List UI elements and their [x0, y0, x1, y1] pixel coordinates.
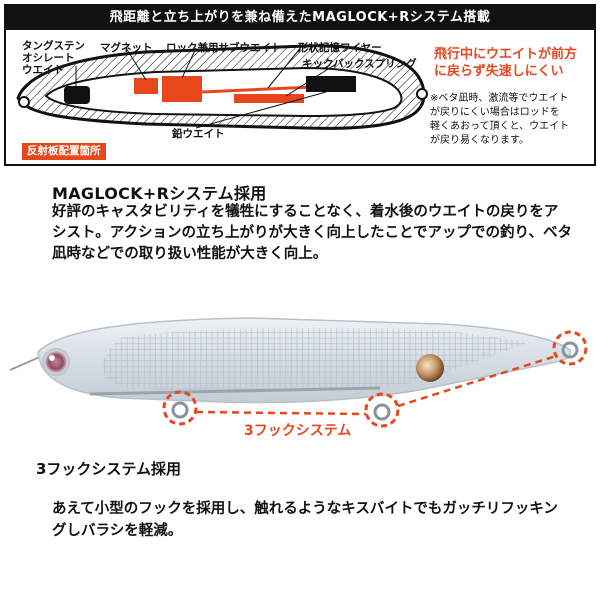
maglock-body: 好評のキャスタビリティを犠牲にすることなく、着水後のウエイトの戻りをアシスト。ア… [52, 204, 572, 262]
lure-cutaway-illustration [16, 44, 428, 130]
lead-weight-shape [306, 76, 356, 92]
tail-hook-highlight [552, 330, 588, 366]
front-hook-highlight [162, 390, 198, 426]
three-hook-title: 3フックシステム採用 [36, 460, 181, 478]
label-kickback-spring: キックバックスプリング [302, 58, 417, 70]
kickback-spring-shape [234, 94, 304, 103]
magnet-shape [134, 78, 158, 94]
hook-connector-line [195, 354, 557, 416]
middle-hook-eye [373, 403, 391, 421]
label-magnet: マグネット [100, 42, 153, 54]
front-eye-ring [18, 96, 30, 108]
lure-eye [42, 348, 70, 376]
lure-illustration [9, 317, 588, 428]
lure-internal-weight [416, 354, 444, 382]
label-lead-weight: 鉛ウエイト [172, 128, 225, 140]
three-hook-body: あえて小型のフックを採用し、触れるようなキスバイトでもガッチリフッキングしバラシ… [52, 501, 558, 539]
lure-eye-highlight [49, 355, 55, 361]
tail-hook-eye [561, 341, 579, 359]
middle-hook-highlight [364, 392, 400, 428]
line-tie [9, 355, 43, 371]
label-tungsten-weight: タングステン オシレート ウエイト [22, 40, 85, 76]
label-shape-wire: 形状記憶ワイヤー [298, 42, 382, 54]
front-hook-eye [171, 401, 189, 419]
note-text: ※ベタ凪時、激流等でウエイト が戻りにくい場合はロッドを 軽くあおって頂くと、ウ… [430, 93, 570, 146]
lock-sub-weight-shape [162, 76, 202, 102]
warning-text: 飛行中にウエイトが前方 に戻らず失速しにくい [434, 47, 578, 79]
lure-scale-pattern [102, 328, 530, 393]
label-lock-weight: ロック兼用サブウエイト [166, 42, 282, 54]
maglock-diagram-panel: 飛距離と立ち上がりを兼ね備えたMAGLOCK+Rシステム搭載 [4, 4, 596, 166]
three-hook-label: 3フックシステム [244, 423, 352, 439]
diagram-header: 飛距離と立ち上がりを兼ね備えたMAGLOCK+Rシステム搭載 [6, 6, 594, 30]
maglock-title: MAGLOCK+Rシステム採用 [52, 184, 267, 203]
rear-eye-ring [416, 88, 428, 100]
tungsten-weight-shape [64, 86, 90, 104]
lure-keel [89, 386, 381, 396]
label-reflector: 反射板配置箇所 [22, 143, 106, 160]
